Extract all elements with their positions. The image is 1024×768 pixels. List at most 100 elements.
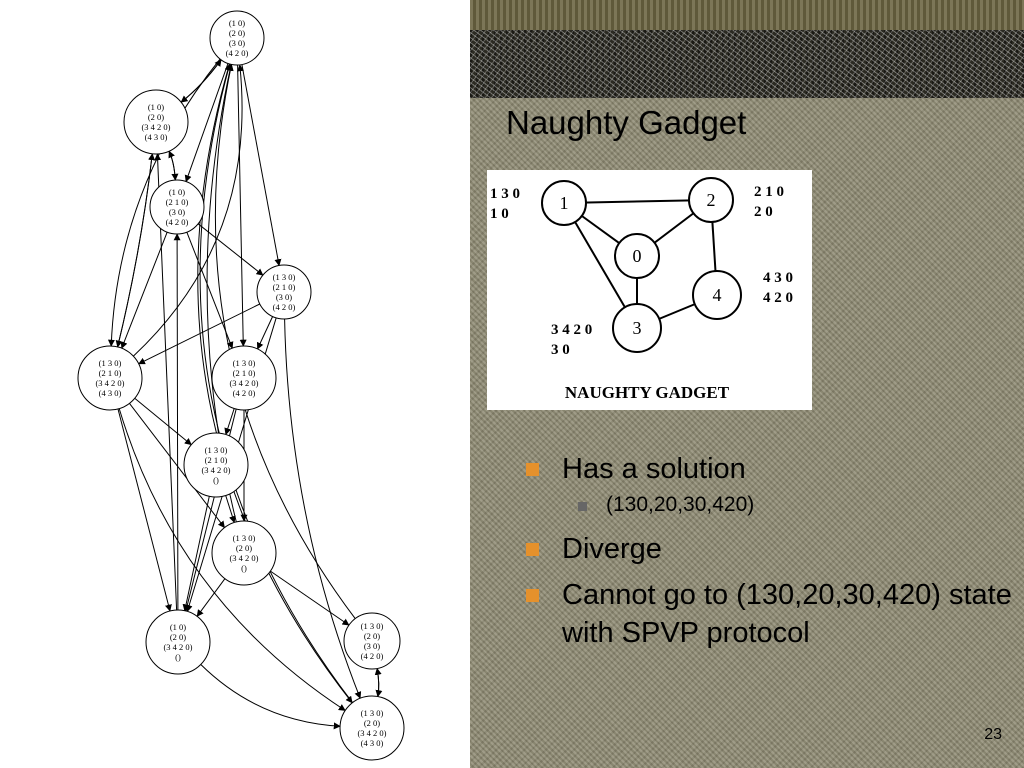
gadget-path-label: 3 0 (551, 342, 570, 358)
slide-title: Naughty Gadget (506, 104, 747, 141)
decorative-texture-band (470, 30, 1024, 98)
state-edge-arrow (180, 59, 222, 103)
bullet-text: Cannot go to (130,20,30,420) state with … (562, 579, 1012, 649)
state-node-line: (4 3 0) (99, 388, 122, 398)
state-edge-arrow (224, 408, 235, 436)
sub-bullet-text: (130,20,30,420) (606, 493, 755, 516)
state-node-line: () (213, 475, 219, 485)
state-edge-arrow (225, 495, 236, 524)
gadget-node-label: 0 (633, 246, 642, 266)
state-node-line: (2 1 0) (166, 197, 189, 207)
state-edge-arrow (180, 59, 222, 103)
state-node-line: (3 4 2 0) (95, 378, 124, 388)
state-node (123, 89, 189, 155)
state-edge-arrow (115, 153, 153, 348)
gadget-path-label: 2 0 (754, 204, 773, 220)
gadget-node (614, 233, 660, 279)
state-edge-arrow (154, 153, 178, 611)
state-node-line: (2 1 0) (99, 368, 122, 378)
page-number: 23 (984, 726, 1002, 743)
gadget-node-label: 1 (560, 193, 569, 213)
gadget-path-label: 2 1 0 (754, 184, 784, 200)
state-edge-arrow (196, 578, 226, 617)
gadget-node-label: 2 (707, 190, 716, 210)
sub-bullet-item: (130,20,30,420) (522, 492, 1022, 518)
gadget-node (541, 180, 587, 226)
state-node (145, 609, 211, 675)
gadget-node-label: 3 (633, 318, 642, 338)
state-node-line: (4 2 0) (361, 651, 384, 661)
sub-bullet-marker-icon (578, 502, 587, 511)
state-node-line: (4 2 0) (273, 302, 296, 312)
state-edge-arrow (168, 150, 179, 181)
bullet-marker-icon (526, 589, 539, 602)
state-edge-arrow (182, 496, 210, 612)
gadget-node-label: 4 (713, 285, 722, 305)
state-edge-arrow (186, 231, 234, 349)
state-edge-arrow (200, 664, 341, 730)
bullet-marker-icon (526, 543, 539, 556)
state-node-line: (2 0) (229, 28, 245, 38)
state-edge-arrow (129, 403, 225, 529)
state-node-line: (4 2 0) (226, 48, 249, 58)
state-edge-arrow (284, 318, 362, 699)
state-node-line: (1 0) (148, 102, 164, 112)
state-node (77, 345, 143, 411)
state-node-line: (3 0) (229, 38, 245, 48)
state-node-line: (3 0) (169, 207, 185, 217)
gadget-caption: NAUGHTY GADGET (565, 383, 730, 402)
state-node (211, 520, 277, 586)
state-edge-arrow (117, 408, 172, 612)
state-edge-arrow (241, 64, 282, 267)
state-node (343, 612, 401, 670)
state-node-line: (2 1 0) (233, 368, 256, 378)
state-edge-arrow (133, 64, 244, 357)
state-edge-arrow (173, 233, 181, 611)
state-node-line: () (175, 652, 181, 662)
state-edge-arrow (168, 150, 176, 181)
state-node-line: (1 0) (170, 622, 186, 632)
gadget-node (612, 303, 662, 353)
state-node-line: (4 3 0) (361, 738, 384, 748)
state-node-line: (4 2 0) (233, 388, 256, 398)
state-node-line: (1 3 0) (233, 358, 256, 368)
state-node-line: (2 0) (236, 543, 252, 553)
state-node (149, 179, 205, 235)
state-transition-graph-panel: (1 0)(2 0)(3 0)(4 2 0)(1 0)(2 0)(3 4 2 0… (0, 0, 470, 768)
bullet-text: Has a solution (562, 453, 746, 485)
state-node-line: (2 0) (170, 632, 186, 642)
state-node-line: (2 0) (148, 112, 164, 122)
gadget-edge (563, 199, 712, 204)
state-edge-arrow (120, 231, 168, 349)
state-node-line: (3 4 2 0) (229, 378, 258, 388)
state-node (339, 695, 405, 761)
state-node-line: (3 0) (276, 292, 292, 302)
state-node (209, 10, 265, 66)
state-node-line: (1 3 0) (99, 358, 122, 368)
state-edge-arrow (184, 63, 229, 183)
state-node-line: (1 0) (169, 187, 185, 197)
state-node-line: (1 0) (229, 18, 245, 28)
state-node-line: (2 0) (364, 631, 380, 641)
bullet-item: Has a solution (522, 450, 1022, 488)
state-transition-graph: (1 0)(2 0)(3 0)(4 2 0)(1 0)(2 0)(3 4 2 0… (77, 10, 405, 761)
state-node-line: (3 4 2 0) (357, 728, 386, 738)
state-edge-arrow (237, 64, 247, 347)
state-node-line: (2 1 0) (273, 282, 296, 292)
gadget-node (688, 177, 734, 223)
state-edge-arrow (117, 153, 156, 348)
gadget-path-label: 1 3 0 (490, 186, 520, 202)
state-node (256, 264, 312, 320)
state-node-line: (1 3 0) (205, 445, 228, 455)
state-node-line: (1 3 0) (361, 621, 384, 631)
state-edge-arrow (107, 58, 221, 347)
state-node-line: (1 3 0) (233, 533, 256, 543)
state-node-line: (4 2 0) (166, 217, 189, 227)
bullet-marker-icon (526, 463, 539, 476)
decorative-header-band (470, 0, 1024, 30)
state-node-line: (1 3 0) (361, 708, 384, 718)
state-node-line: (3 4 2 0) (141, 122, 170, 132)
